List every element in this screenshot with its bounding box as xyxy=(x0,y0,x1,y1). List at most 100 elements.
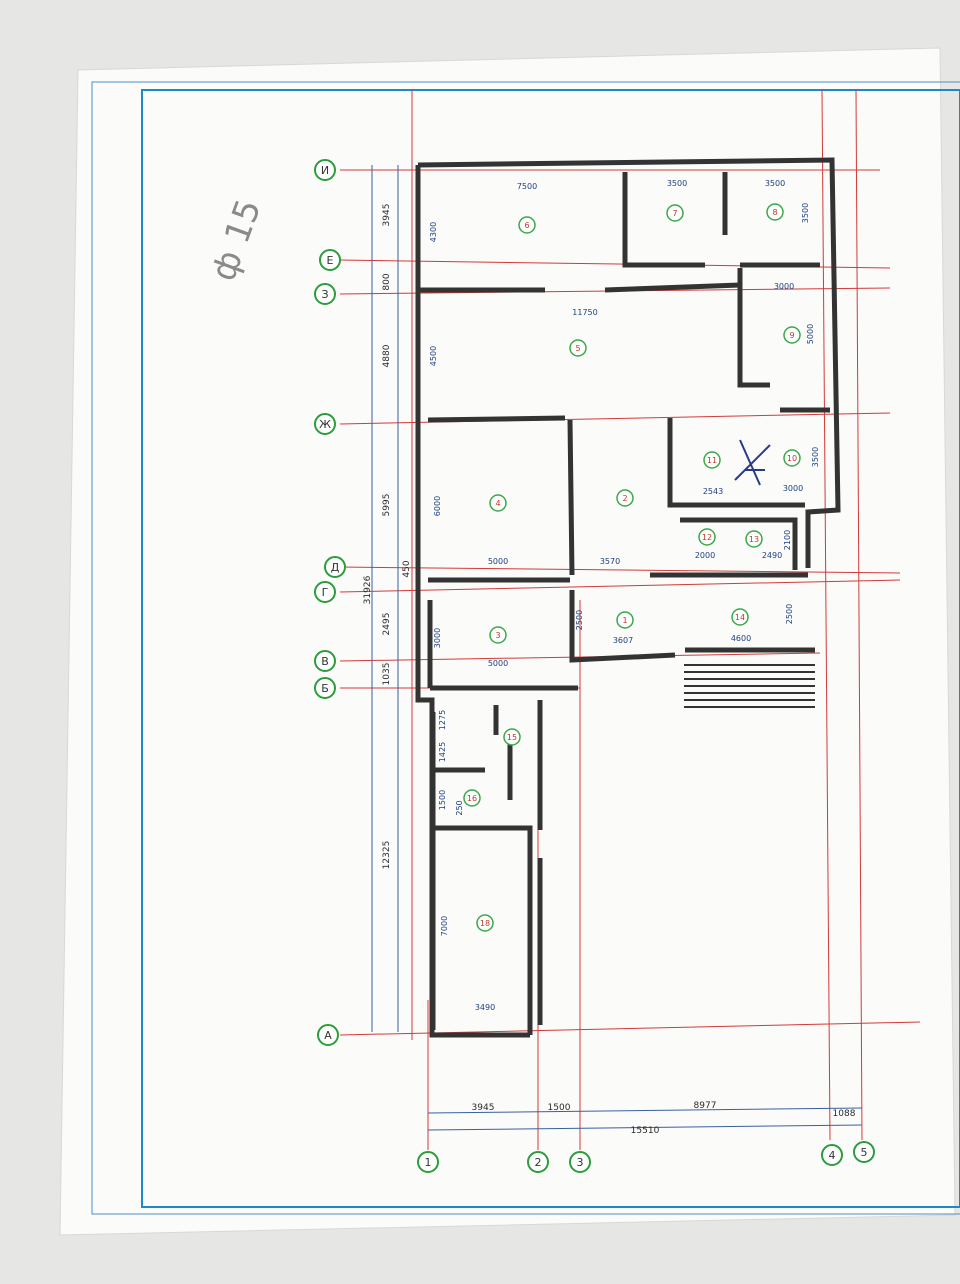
room-dimension-12: 3570 xyxy=(600,557,620,566)
room-number: 4 xyxy=(495,499,500,508)
room-dimension-21: 2500 xyxy=(575,610,584,630)
room-dimension-24: 2500 xyxy=(785,604,794,624)
room-bubble xyxy=(463,789,481,807)
room-dimension-8: 4500 xyxy=(429,346,438,366)
room-dimension-20: 5000 xyxy=(488,659,508,668)
axis-h-4: Ж xyxy=(314,413,336,435)
axis-bubble xyxy=(314,650,336,672)
room-marker-4: 4 xyxy=(489,494,507,512)
room-dimension-30: 3490 xyxy=(475,1003,495,1012)
room-marker-10: 10 xyxy=(783,449,801,467)
axis-bubble xyxy=(569,1151,591,1173)
room-dimension-28: 250 xyxy=(455,800,464,815)
room-dimension-26: 1425 xyxy=(438,742,447,762)
room-marker-18: 18 xyxy=(476,914,494,932)
room-dimension-23: 4600 xyxy=(731,634,751,643)
room-bubble xyxy=(518,216,536,234)
room-marker-12: 12 xyxy=(698,528,716,546)
axis-v-5: 5 xyxy=(853,1141,875,1163)
room-marker-8: 8 xyxy=(766,203,784,221)
axis-label: В xyxy=(321,655,329,668)
axis-bubble xyxy=(314,413,336,435)
room-bubble xyxy=(731,608,749,626)
room-dimension-5: 3500 xyxy=(801,203,810,223)
room-dimension-14: 3000 xyxy=(783,484,803,493)
room-dimension-29: 7000 xyxy=(440,916,449,936)
axis-label: Д xyxy=(331,561,340,574)
axis-label: 5 xyxy=(861,1146,868,1159)
room-bubble xyxy=(766,203,784,221)
dimension-left-9: 31926 xyxy=(363,575,373,604)
room-bubble xyxy=(666,204,684,222)
dimension-bottom-2: 1500 xyxy=(548,1103,571,1113)
axis-bubble xyxy=(324,556,346,578)
dimension-lines xyxy=(371,165,863,1131)
axis-bubble xyxy=(853,1141,875,1163)
room-number: 16 xyxy=(467,794,477,803)
axis-label: И xyxy=(321,164,329,177)
axis-bubble xyxy=(319,249,341,271)
axis-h-6: Г xyxy=(314,581,336,603)
room-marker-1: 1 xyxy=(616,611,634,629)
axis-label: А xyxy=(324,1029,332,1042)
axis-h-9: А xyxy=(317,1024,339,1046)
axis-v-4: 4 xyxy=(821,1144,843,1166)
room-marker-16: 16 xyxy=(463,789,481,807)
room-bubble xyxy=(616,611,634,629)
room-dimension-19: 3000 xyxy=(433,628,442,648)
room-number: 14 xyxy=(735,613,745,622)
dimension-left-4: 5995 xyxy=(382,494,392,517)
room-bubble xyxy=(783,326,801,344)
dimension-bottom-1: 3945 xyxy=(472,1103,495,1113)
axis-h-8: Б xyxy=(314,677,336,699)
axis-label: Ж xyxy=(319,418,331,431)
room-number: 9 xyxy=(789,331,794,340)
room-number: 15 xyxy=(507,733,517,742)
room-number: 7 xyxy=(672,209,677,218)
dimension-bottom-5: 15510 xyxy=(631,1126,660,1136)
axis-label: Г xyxy=(322,586,329,599)
room-dimension-2: 4300 xyxy=(429,222,438,242)
room-marker-3: 3 xyxy=(489,626,507,644)
room-marker-7: 7 xyxy=(666,204,684,222)
axis-bubble xyxy=(317,1024,339,1046)
axis-h-2: Е xyxy=(319,249,341,271)
axis-label: Б xyxy=(321,682,329,695)
walls xyxy=(415,157,841,1038)
room-dimension-13: 2543 xyxy=(703,487,723,496)
axis-v-2: 2 xyxy=(527,1151,549,1173)
room-dimension-27: 1500 xyxy=(438,790,447,810)
axis-v-1: 1 xyxy=(417,1151,439,1173)
axis-bubble xyxy=(314,283,336,305)
room-bubble xyxy=(616,489,634,507)
room-bubble xyxy=(703,451,721,469)
axis-h-7: В xyxy=(314,650,336,672)
room-dimension-15: 3500 xyxy=(811,447,820,467)
room-marker-15: 15 xyxy=(503,728,521,746)
inner-frame xyxy=(141,89,960,1208)
room-number: 11 xyxy=(707,456,717,465)
room-number: 2 xyxy=(622,494,627,503)
axis-label: Е xyxy=(327,254,334,267)
pencil-marks xyxy=(734,439,771,486)
room-dimension-1: 7500 xyxy=(517,182,537,191)
axis-h-1: И xyxy=(314,159,336,181)
dimension-bottom-4: 1088 xyxy=(833,1109,856,1119)
outer-frame xyxy=(91,81,960,1215)
axis-h-5: Д xyxy=(324,556,346,578)
room-marker-6: 6 xyxy=(518,216,536,234)
axis-bubble xyxy=(314,159,336,181)
axis-bubble xyxy=(314,677,336,699)
room-dimension-7: 11750 xyxy=(572,308,597,317)
room-bubble xyxy=(783,449,801,467)
dimension-left-5: 450 xyxy=(402,560,412,577)
room-number: 5 xyxy=(575,344,580,353)
room-number: 12 xyxy=(702,533,712,542)
room-number: 13 xyxy=(749,535,759,544)
axis-bubble xyxy=(527,1151,549,1173)
room-number: 8 xyxy=(772,208,777,217)
room-bubble xyxy=(489,494,507,512)
room-dimension-25: 1275 xyxy=(438,710,447,730)
